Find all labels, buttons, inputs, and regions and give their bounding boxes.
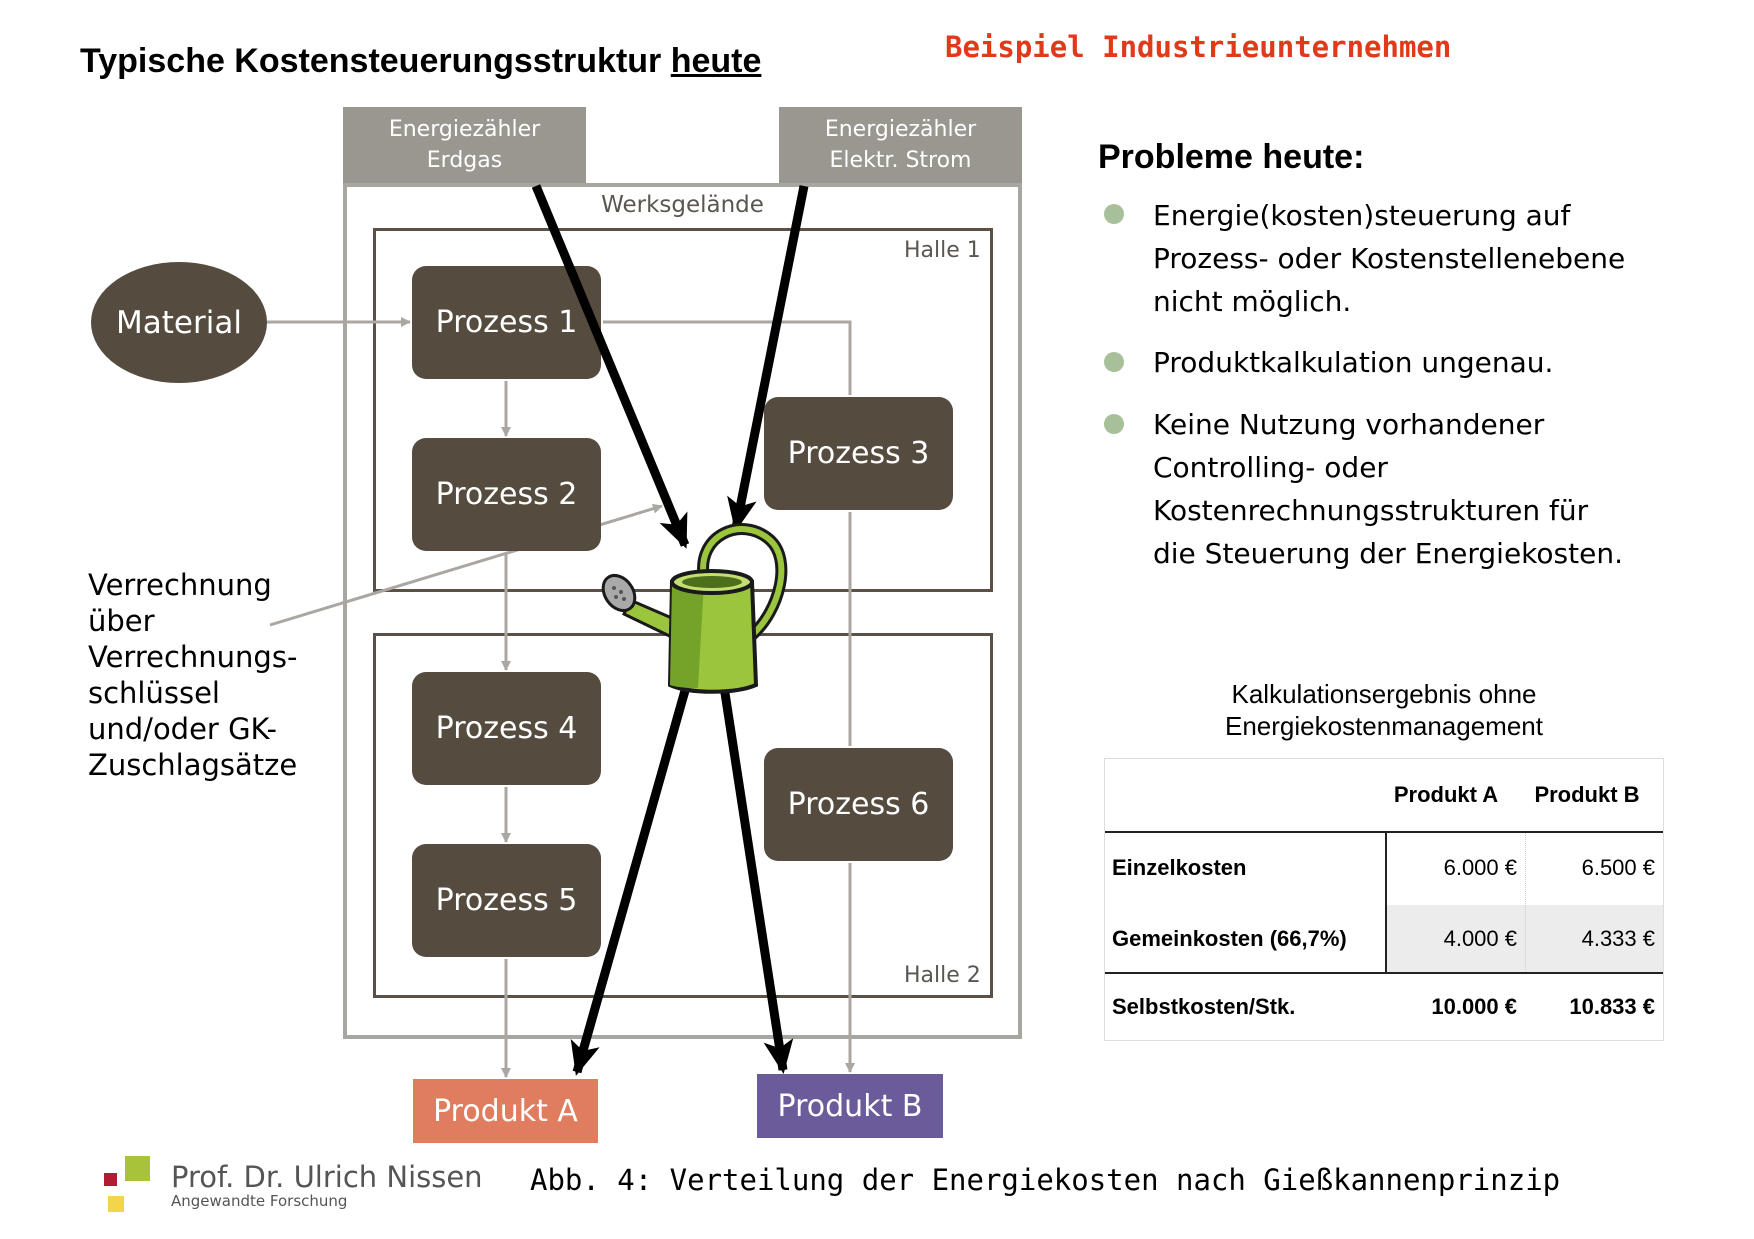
table-cell: 6.500 €: [1581, 855, 1655, 880]
bullet-icon: [1104, 204, 1124, 224]
table-cell: 4.000 €: [1443, 925, 1517, 951]
title-underlined: heute: [670, 42, 762, 80]
process-4-label: Prozess 4: [435, 711, 578, 746]
table-rule: [1105, 831, 1663, 833]
problem-item-3-line: Controlling- oder: [1153, 451, 1388, 484]
meter-power-line-1: Energiezähler: [824, 117, 977, 142]
column-header: Produkt A: [1393, 782, 1499, 807]
meter-gas-line-1: Energiezähler: [388, 117, 541, 142]
table-row-label: Gemeinkosten (66,7%): [1112, 925, 1347, 951]
hall-2-label: Halle 2: [904, 963, 981, 988]
process-2: Prozess 2: [412, 438, 601, 551]
meter-gas: Energiezähler Erdgas: [343, 107, 586, 183]
title-main: Typische Kostensteuerungsstruktur: [80, 42, 662, 80]
process-6-label: Prozess 6: [787, 787, 930, 822]
allocation-note-line: schlüssel: [88, 676, 220, 710]
problems-heading: Probleme heute:: [1098, 138, 1365, 176]
logo-square-green: [125, 1156, 150, 1181]
bullet-icon: [1104, 352, 1124, 372]
process-5-label: Prozess 5: [435, 883, 578, 918]
table-rule: [1385, 833, 1387, 972]
product-b: Produkt B: [757, 1074, 943, 1138]
table-caption: Kalkulationsergebnis ohne Energiekostenm…: [1104, 678, 1664, 742]
table-cell: 4.333 €: [1581, 925, 1655, 951]
table-rule: [1105, 972, 1663, 974]
energy-arrow-to-product-b: [718, 679, 794, 1074]
column-header: Produkt B: [1534, 782, 1640, 807]
logo-square-yellow: [108, 1196, 124, 1212]
energy-arrow-power: [727, 185, 809, 532]
problem-item-3-line: die Steuerung der Energiekosten.: [1153, 537, 1623, 570]
watering-can-icon: [601, 523, 788, 694]
allocation-note-line: Verrechnungs-: [88, 640, 298, 674]
problem-item-1-line: nicht möglich.: [1153, 285, 1352, 318]
table-row-label: Selbstkosten/Stk.: [1112, 994, 1296, 1019]
problem-item-1-line: Energie(kosten)steuerung auf: [1153, 199, 1571, 232]
logo-subtitle: Angewandte Forschung: [171, 1192, 348, 1210]
problem-item-2-line: Produktkalkulation ungenau.: [1153, 346, 1554, 379]
logo-name: Prof. Dr. Ulrich Nissen: [171, 1160, 483, 1194]
page-title: Typische Kostensteuerungsstruktur heute: [80, 42, 761, 81]
table-caption-line: Energiekostenmanagement: [1225, 711, 1543, 741]
energy-arrow-gas: [531, 184, 690, 549]
bullet-icon: [1104, 414, 1124, 434]
table-cell: 10.000 €: [1431, 994, 1517, 1019]
logo-square-red: [104, 1173, 117, 1186]
material-label: Material: [116, 304, 242, 341]
process-1: Prozess 1: [412, 266, 601, 379]
product-a-label: Produkt A: [433, 1093, 578, 1129]
table-rule: [1525, 833, 1527, 972]
problem-item-3: Keine Nutzung vorhandener Controlling- o…: [1153, 403, 1713, 575]
process-5: Prozess 5: [412, 844, 601, 957]
cost-table: Produkt A Produkt B Einzelkosten 6.000 €…: [1104, 758, 1664, 1041]
problem-item-2: Produktkalkulation ungenau.: [1153, 341, 1713, 384]
process-2-label: Prozess 2: [435, 477, 578, 512]
problem-item-1-line: Prozess- oder Kostenstellenebene: [1153, 242, 1626, 275]
allocation-note: Verrechnung über Verrechnungs- schlüssel…: [88, 567, 297, 783]
product-b-label: Produkt B: [777, 1088, 923, 1124]
process-6: Prozess 6: [764, 748, 953, 861]
meter-gas-line-2: Erdgas: [426, 148, 503, 173]
problem-item-3-line: Keine Nutzung vorhandener: [1153, 408, 1545, 441]
table-row-label: Einzelkosten: [1112, 855, 1247, 880]
allocation-note-line: über: [88, 604, 155, 638]
meter-power-line-2: Elektr. Strom: [829, 148, 972, 173]
process-4: Prozess 4: [412, 672, 601, 785]
process-1-label: Prozess 1: [435, 305, 578, 340]
material-node: Material: [91, 262, 267, 383]
table-cell: 10.833 €: [1569, 994, 1655, 1019]
product-a: Produkt A: [413, 1079, 598, 1143]
example-label: Beispiel Industrieunternehmen: [945, 30, 1452, 64]
flow-p1-to-p3: [603, 320, 852, 395]
allocation-note-line: Verrechnung: [88, 568, 272, 602]
site-label: Werksgelände: [601, 192, 764, 218]
table-cell: 6.000 €: [1443, 855, 1517, 880]
hall-1-label: Halle 1: [904, 238, 981, 263]
process-3-label: Prozess 3: [787, 436, 930, 471]
figure-caption: Abb. 4: Verteilung der Energiekosten nac…: [530, 1163, 1561, 1197]
problem-item-3-line: Kostenrechnungsstrukturen für: [1153, 494, 1589, 527]
problem-item-1: Energie(kosten)steuerung auf Prozess- od…: [1153, 194, 1713, 323]
allocation-note-line: und/oder GK-: [88, 712, 277, 746]
table-caption-line: Kalkulationsergebnis ohne: [1231, 679, 1537, 709]
meter-power: Energiezähler Elektr. Strom: [779, 107, 1022, 183]
process-3: Prozess 3: [764, 397, 953, 510]
allocation-note-line: Zuschlagsätze: [88, 748, 298, 782]
site-frame: [343, 183, 1022, 1039]
energy-arrow-to-product-a: [570, 678, 693, 1076]
